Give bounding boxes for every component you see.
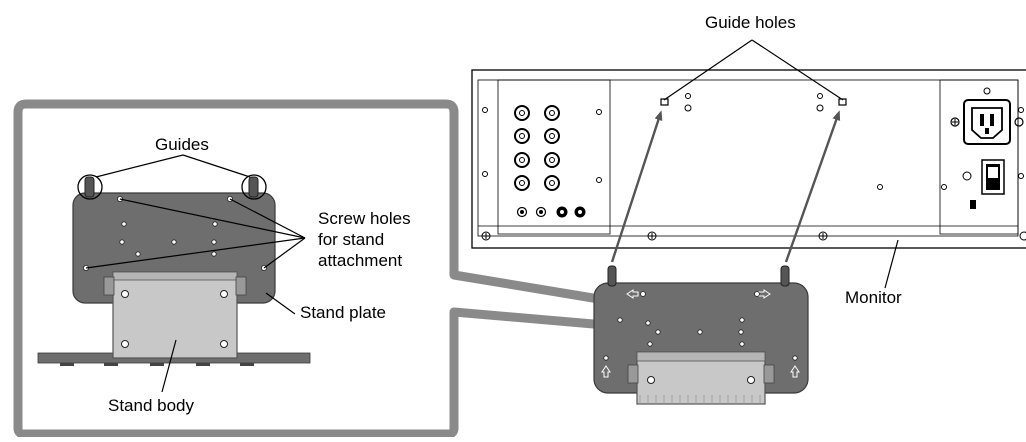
guide-pins (77, 174, 267, 200)
monitor-rear-panel (471, 69, 1026, 249)
monitor-bottom-screws (481, 231, 1026, 241)
monitor-label: Monitor (845, 288, 902, 307)
stand-body-label: Stand body (108, 396, 195, 415)
stand-detail (37, 174, 311, 366)
leader-lines (85, 39, 899, 393)
guides-label: Guides (155, 135, 209, 154)
stand-plate-label: Stand plate (300, 303, 387, 322)
bnc-connectors (514, 105, 560, 191)
stand-base-feet (60, 363, 254, 366)
panel-holes (482, 87, 1024, 190)
insertion-arrows (610, 110, 841, 263)
fuse-holder (970, 200, 976, 209)
ac-inlet (950, 99, 1024, 145)
screw-holes-label-line2: for stand (318, 230, 385, 249)
small-jacks (516, 206, 586, 218)
stand-plate-holes (83, 195, 267, 271)
stand-body-screws (121, 290, 228, 348)
screw-holes-label-line3: attachment (318, 251, 403, 270)
stand-plate-lower (593, 265, 809, 405)
guide-holes-label: Guide holes (705, 13, 796, 32)
screw-holes-label-line1: Screw holes (318, 209, 411, 228)
power-switch (981, 159, 1005, 195)
